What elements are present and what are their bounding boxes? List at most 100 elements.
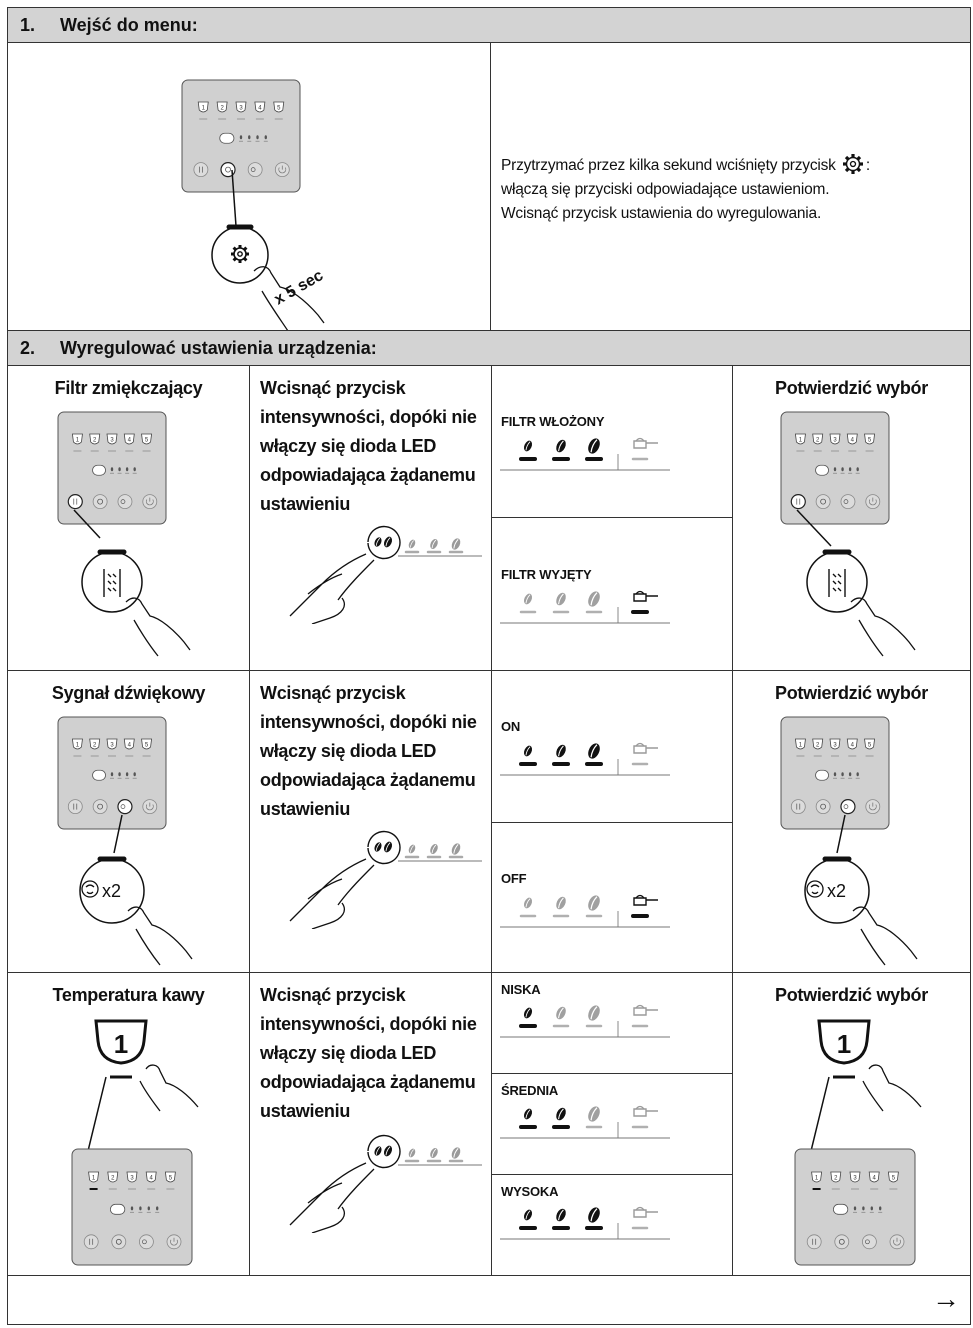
panel-button-label: 1: [799, 743, 803, 749]
section-number: 2.: [20, 337, 36, 358]
panel-cup-button-5: 5: [141, 738, 153, 750]
descale-cup-icon: [633, 590, 658, 602]
panel-cup-button-3: 3: [235, 101, 247, 113]
panel-button-label: 5: [145, 438, 149, 444]
panel-button-label: 2: [834, 1176, 838, 1182]
option-temp-high: WYSOKA: [491, 1174, 733, 1276]
coffee-bean-icon: [556, 896, 566, 909]
panel-button-label: 4: [258, 106, 262, 112]
option-filter-removed: FILTR WYJĘTY: [491, 517, 733, 671]
panel-cup-button-5: 5: [887, 1171, 899, 1183]
desc-line-2: włączą się przyciski odpowiadające ustaw…: [501, 181, 830, 198]
section-title: Wyregulować ustawienia urządzenia:: [60, 337, 377, 358]
press-duration-label: x 5 sec: [272, 267, 327, 308]
option-label: ŚREDNIA: [501, 1083, 559, 1098]
led-indicator-row: [500, 894, 670, 928]
option-label: ON: [501, 719, 521, 735]
panel-intensity-button: [815, 769, 829, 781]
panel-power-button: [166, 1234, 182, 1250]
option-filter-inserted: FILTR WŁOŻONY: [491, 365, 733, 518]
panel-settings-button: [815, 799, 831, 814]
panel-settings-button: [92, 799, 108, 814]
coffee-bean-icon: [451, 843, 461, 855]
panel-button-label: 5: [868, 438, 872, 444]
descale-cup-icon: [633, 1105, 658, 1117]
panel-button-label: 5: [145, 743, 149, 749]
panel-cup-button-5: 5: [164, 1171, 176, 1183]
panel-cup-button-4: 4: [846, 433, 858, 445]
panel-drop-button: [67, 799, 83, 814]
cup-number: 1: [114, 1029, 128, 1059]
gear-icon: [231, 245, 249, 263]
desc-line-1: Przytrzymać przez kilka sekund wciśnięty…: [501, 153, 970, 178]
panel-cup-button-1: 1: [794, 433, 806, 445]
section-number: 1.: [20, 14, 36, 35]
panel-button-label: 2: [93, 438, 97, 444]
panel-button-label: 2: [220, 106, 224, 112]
panel-button-label: 1: [815, 1176, 819, 1182]
panel-cup-button-2: 2: [89, 738, 101, 750]
coffee-bean-icon: [556, 440, 566, 453]
instruction-text: Wcisnąć przycisk intensywności, dopóki n…: [260, 378, 477, 514]
panel-button-label: 5: [169, 1176, 173, 1182]
coffee-bean-icon: [523, 1209, 533, 1221]
panel-cup-button-1: 1: [71, 738, 83, 750]
panel-cup-button-4: 4: [846, 738, 858, 750]
panel-button-label: 5: [892, 1176, 896, 1182]
instruction-text: Wcisnąć przycisk intensywności, dopóki n…: [260, 683, 477, 819]
coffee-bean-icon: [588, 1005, 600, 1021]
led-indicator-row: [500, 1206, 670, 1240]
panel-cup-button-5: 5: [273, 101, 285, 113]
coffee-bean-icon: [383, 841, 393, 853]
press-intensity-hand-icon: [289, 1134, 482, 1233]
coffee-bean-icon: [523, 593, 533, 604]
panel-drop-button: [806, 1234, 822, 1250]
descale-cup-icon: [633, 1004, 658, 1016]
filter-icon: [828, 569, 846, 597]
panel-cup-button-1: 1: [794, 738, 806, 750]
panel-cup-button-1: 1: [88, 1171, 100, 1183]
section-2-header: 2. Wyregulować ustawienia urządzenia:: [7, 330, 971, 366]
panel-button-label: 1: [76, 743, 80, 749]
panel-button-label: 5: [277, 106, 281, 112]
panel-drop-button: [67, 493, 83, 510]
instruction-cell: Wcisnąć przycisk intensywności, dopóki n…: [249, 365, 492, 671]
panel-cup-button-3: 3: [849, 1171, 861, 1183]
panel-cup-button-2: 2: [812, 433, 824, 445]
coffee-bean-icon: [588, 1106, 600, 1122]
coffee-bean-icon: [556, 592, 566, 605]
coffee-bean-icon: [430, 844, 438, 854]
coffee-bean-icon: [588, 895, 600, 911]
panel-power-button: [889, 1234, 905, 1250]
led-indicator-row: [500, 1004, 670, 1038]
coffee-bean-icon: [588, 743, 600, 759]
coffee-bean-icon: [374, 842, 382, 852]
panel-intensity-button: [219, 132, 235, 144]
panel-intensity-button: [92, 769, 106, 781]
descale-cup-icon: [633, 743, 658, 755]
panel-settings-button: [92, 494, 108, 509]
option-temp-medium: ŚREDNIA: [491, 1073, 733, 1175]
panel-cup-button-5: 5: [864, 738, 876, 750]
coffee-bean-icon: [523, 1108, 533, 1120]
section-title: Wejść do menu:: [60, 14, 198, 35]
coffee-bean-icon: [523, 1007, 533, 1019]
coffee-bean-icon: [556, 1006, 566, 1020]
panel-button-label: 1: [92, 1176, 96, 1182]
descale-cup-icon: [633, 438, 658, 450]
coffee-bean-icon: [408, 539, 416, 549]
arrow-right-icon[interactable]: →: [932, 1283, 960, 1314]
cup-icon: [81, 880, 99, 898]
descale-cup-icon: [633, 894, 658, 906]
